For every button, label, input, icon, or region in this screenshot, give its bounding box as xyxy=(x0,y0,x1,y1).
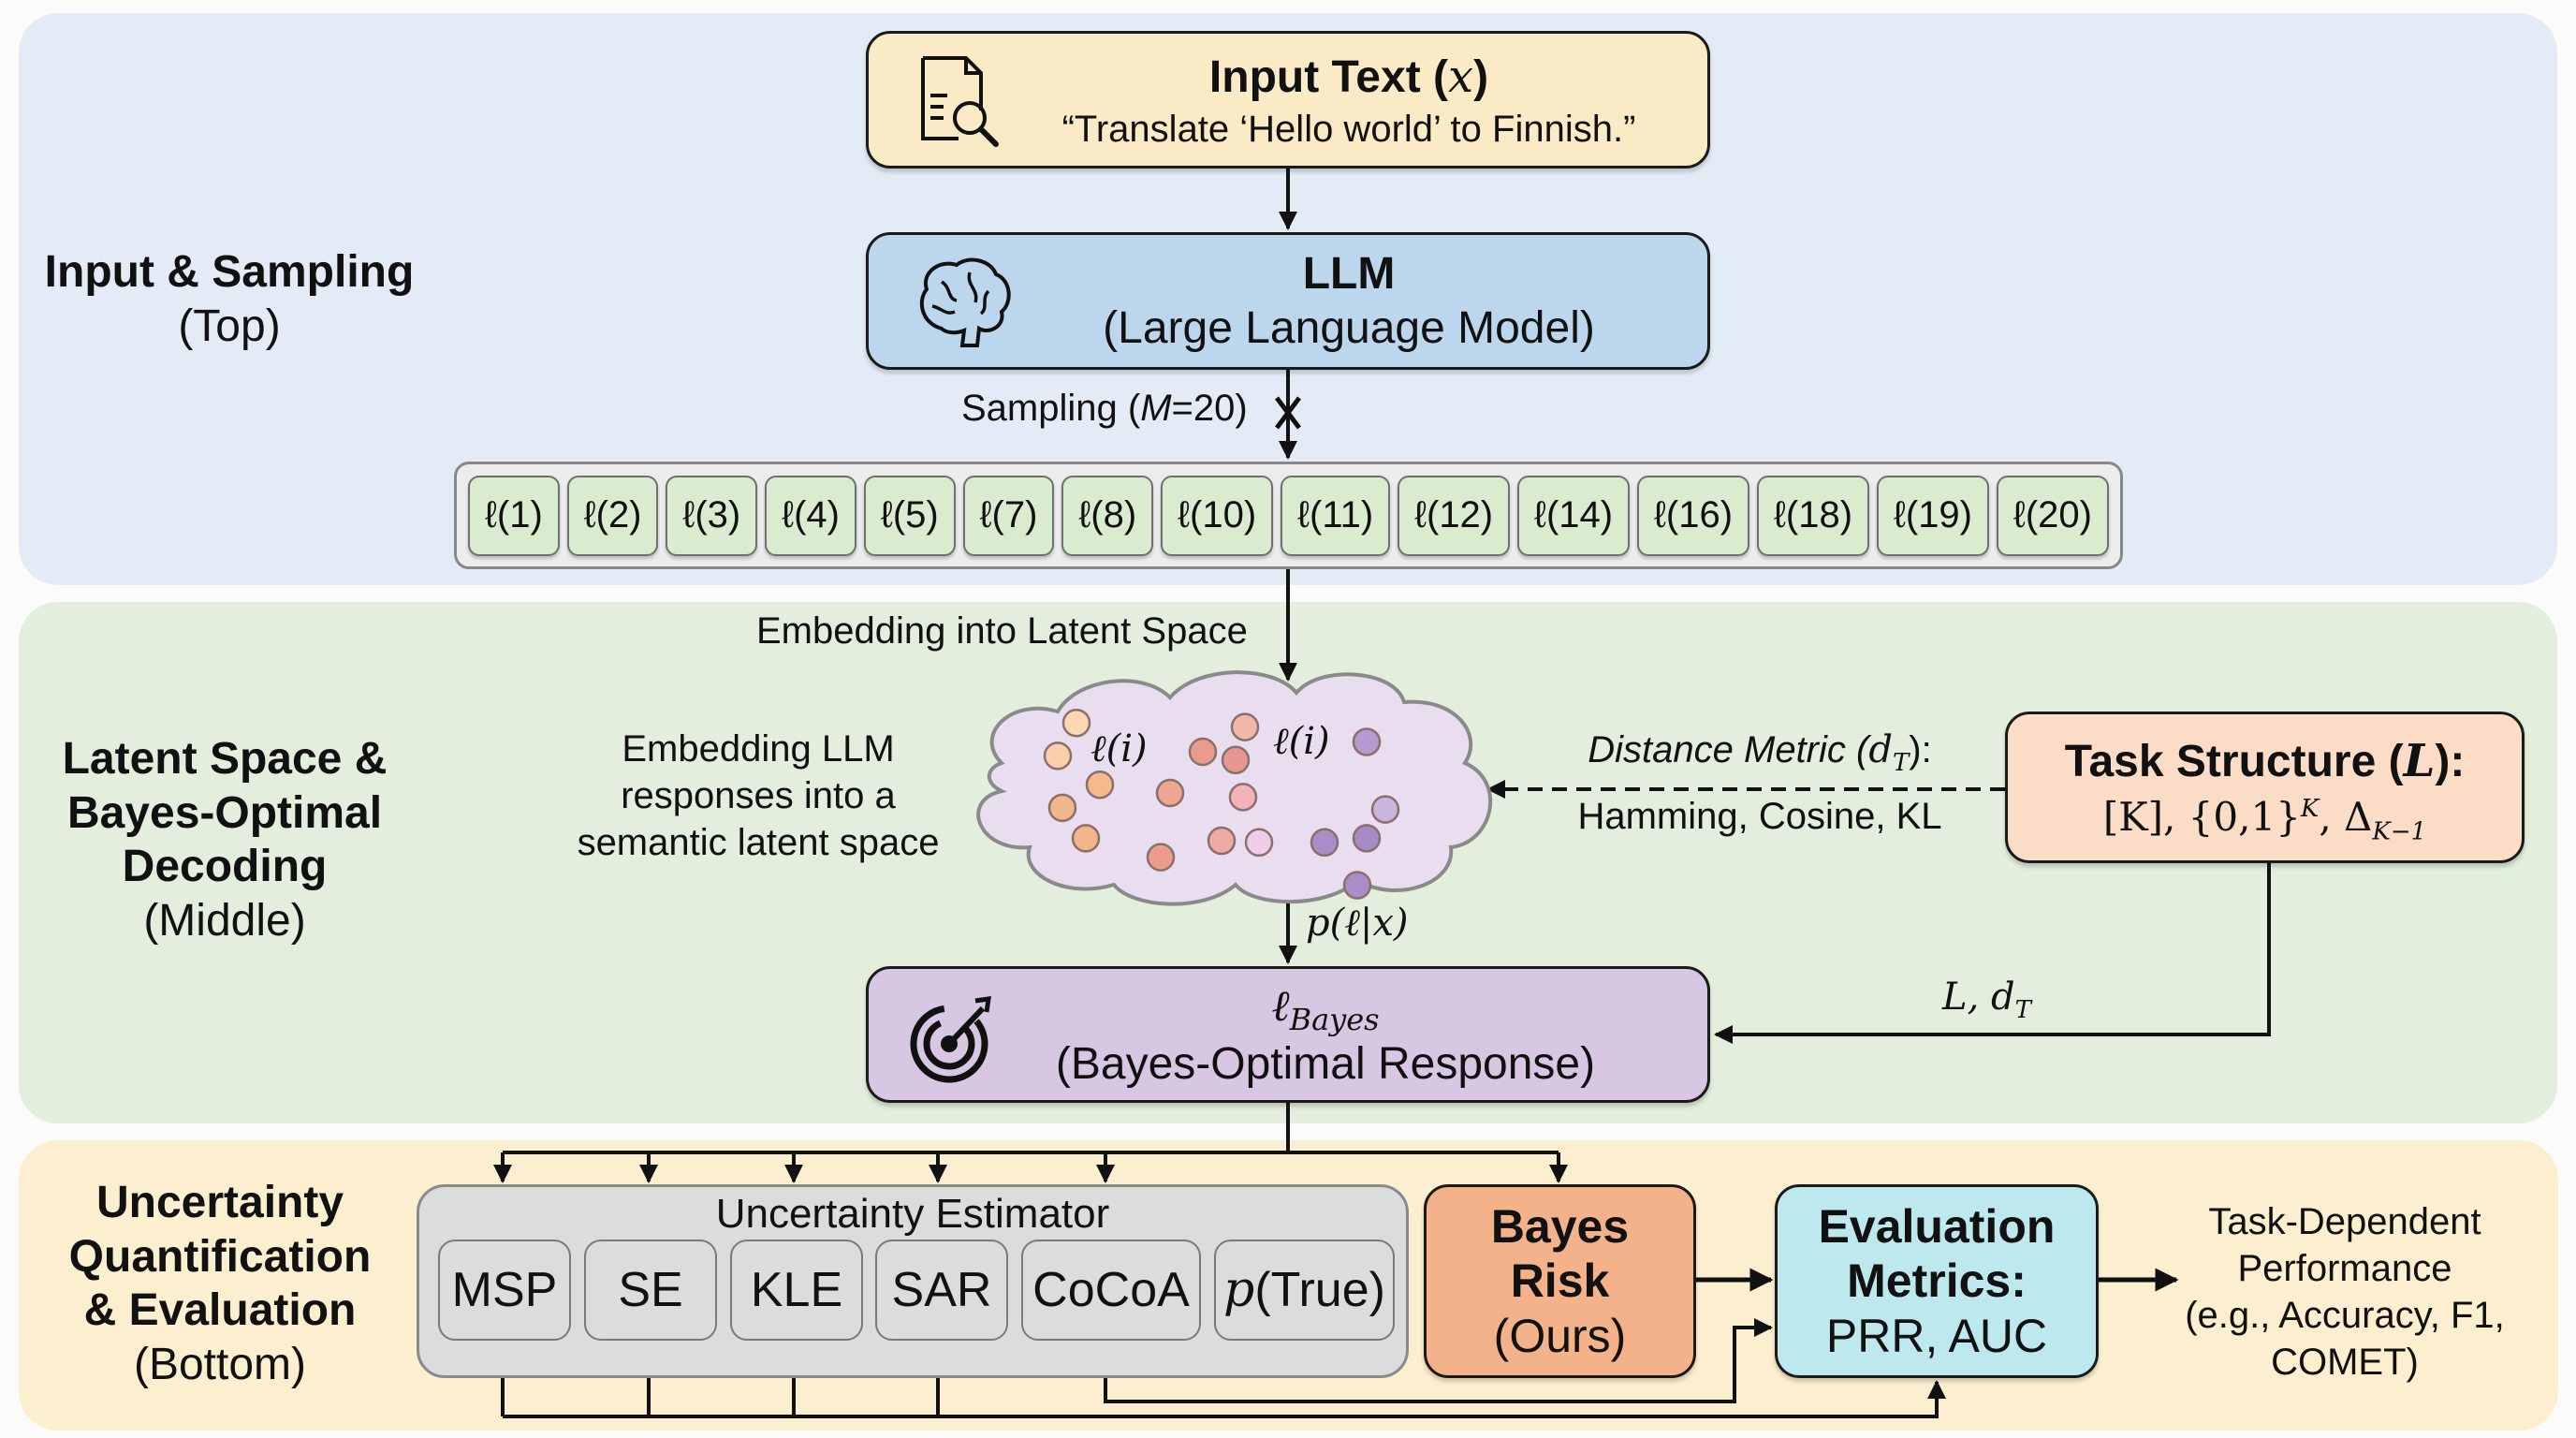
sample-response: ℓ(16) xyxy=(1637,475,1750,556)
embedded-response-dot xyxy=(1188,737,1218,767)
task-structure-spaces: [K], {0,1}K, ΔK−1 xyxy=(2102,794,2427,846)
method-sar: SAR xyxy=(875,1240,1008,1341)
method-kle: KLE xyxy=(730,1240,863,1341)
llm-box: LLM (Large Language Model) xyxy=(866,232,1710,370)
section-title-line: Latent Space & xyxy=(62,734,388,784)
method-p-true: p(True) xyxy=(1214,1240,1395,1341)
evaluation-title: Evaluation Metrics: xyxy=(1818,1200,2056,1307)
sample-response: ℓ(10) xyxy=(1161,475,1274,556)
sample-response: ℓ(14) xyxy=(1517,475,1631,556)
method-se: SE xyxy=(584,1240,717,1341)
bayes-risk-title: Bayes Risk xyxy=(1490,1200,1630,1307)
bayes-subtitle: (Bayes-Optimal Response) xyxy=(1055,1039,1596,1089)
arrow-task-to-bayes xyxy=(1714,863,2271,1044)
sample-response: ℓ(5) xyxy=(863,475,956,556)
sample-response: ℓ(2) xyxy=(566,475,659,556)
section-title-line: Quantification xyxy=(68,1231,372,1282)
embedded-response-dot xyxy=(1230,712,1260,741)
section-title: Input & Sampling xyxy=(44,247,415,297)
samples-row: ℓ(1)ℓ(2)ℓ(3)ℓ(4)ℓ(5)ℓ(7)ℓ(8)ℓ(10)ℓ(11)ℓ(… xyxy=(454,462,2123,569)
method-cocoa: CoCoA xyxy=(1021,1240,1201,1341)
embedded-response-dot xyxy=(1146,843,1176,872)
embedded-response-dot xyxy=(1244,828,1274,858)
sample-response: ℓ(12) xyxy=(1398,475,1511,556)
bayes-risk-box: Bayes Risk (Ours) xyxy=(1424,1184,1696,1378)
embedded-response-dot xyxy=(1342,871,1372,900)
task-feedback-label: L, dT xyxy=(1942,976,2031,1024)
input-prompt: “Translate ‘Hello world’ to Finnish.” xyxy=(1061,109,1636,150)
bayes-symbol: ℓBayes xyxy=(1271,980,1380,1038)
method-msp: MSP xyxy=(438,1240,571,1341)
embedded-response-dot xyxy=(1352,824,1382,853)
distance-metric-label: Distance Metric (dT): xyxy=(1588,728,1932,777)
sample-response: ℓ(20) xyxy=(1996,475,2109,556)
cloud-dots xyxy=(1043,708,1400,900)
embedded-response-dot xyxy=(1043,741,1073,770)
evaluation-metrics: PRR, AUC xyxy=(1825,1310,2048,1362)
section-label-middle: Latent Space & Bayes-Optimal Decoding (M… xyxy=(28,732,421,947)
distance-metric-examples: Hamming, Cosine, KL xyxy=(1577,796,1942,837)
latent-space-cloud: ℓ(i) ℓ(i) xyxy=(976,670,1493,906)
sample-response: ℓ(3) xyxy=(666,475,758,556)
section-subtitle: (Bottom) xyxy=(133,1339,307,1389)
embedding-description: Embedding LLM responses into a semantic … xyxy=(577,728,940,863)
section-subtitle: (Top) xyxy=(178,301,281,351)
section-title-line: & Evaluation xyxy=(83,1285,357,1336)
embedded-response-dot xyxy=(1370,795,1400,824)
brain-icon xyxy=(919,257,1011,347)
arrow-estimators-to-eval xyxy=(503,1380,1946,1418)
input-text-box: Input Text (x) “Translate ‘Hello world’ … xyxy=(866,31,1710,169)
embedded-response-dot xyxy=(1352,727,1382,756)
llm-subtitle: (Large Language Model) xyxy=(1103,303,1595,353)
uncertainty-estimator-group: Uncertainty Estimator MSP SE KLE SAR CoC… xyxy=(417,1184,1409,1378)
task-structure-title: Task Structure (L): xyxy=(2064,735,2466,787)
cloud-label-1: ℓ(i) xyxy=(1090,727,1148,770)
sample-response: ℓ(7) xyxy=(962,475,1055,556)
sample-response: ℓ(1) xyxy=(468,475,560,556)
target-icon xyxy=(910,996,991,1083)
embedded-response-dot xyxy=(1221,745,1251,775)
bayes-risk-note: (Ours) xyxy=(1493,1310,1627,1362)
posterior-label: p(ℓ|x) xyxy=(1306,902,1409,945)
document-search-icon xyxy=(921,56,999,147)
embedded-response-dot xyxy=(1310,828,1339,858)
sampling-label: Sampling (M=20) xyxy=(961,388,1248,429)
bayes-optimal-box: ℓBayes (Bayes-Optimal Response) xyxy=(866,966,1710,1103)
sampling-cross-icon xyxy=(1275,396,1301,430)
sample-response: ℓ(11) xyxy=(1281,475,1391,556)
embedded-response-dot xyxy=(1155,778,1185,808)
cloud-label-2: ℓ(i) xyxy=(1273,720,1330,763)
sample-response: ℓ(19) xyxy=(1876,475,1989,556)
embedded-response-dot xyxy=(1085,770,1115,800)
section-title-line: Bayes-Optimal xyxy=(66,787,383,838)
sample-response: ℓ(8) xyxy=(1061,475,1154,556)
section-title-line: Decoding xyxy=(122,842,328,892)
sample-response: ℓ(4) xyxy=(765,475,856,556)
section-label-top: Input & Sampling (Top) xyxy=(28,245,431,353)
embedded-response-dot xyxy=(1047,793,1077,823)
task-structure-box: Task Structure (L): [K], {0,1}K, ΔK−1 xyxy=(2005,712,2525,863)
embedded-response-dot xyxy=(1061,708,1091,738)
arrow-cocoa-to-eval xyxy=(1104,1318,1773,1403)
section-label-bottom: Uncertainty Quantification & Evaluation … xyxy=(23,1176,417,1391)
embedded-response-dot xyxy=(1071,824,1101,853)
uncertainty-estimator-title: Uncertainty Estimator xyxy=(715,1191,1110,1237)
evaluation-metrics-box: Evaluation Metrics: PRR, AUC xyxy=(1775,1184,2099,1378)
embedded-response-dot xyxy=(1228,783,1258,812)
embedding-arrow-label: Embedding into Latent Space xyxy=(756,610,1248,652)
section-title-line: Uncertainty xyxy=(95,1178,344,1227)
llm-title: LLM xyxy=(1302,249,1396,299)
embedded-response-dot xyxy=(1207,826,1237,856)
section-subtitle: (Middle) xyxy=(143,895,306,946)
sample-response: ℓ(18) xyxy=(1757,475,1869,556)
task-dependent-performance: Task-Dependent Performance (e.g., Accura… xyxy=(2185,1201,2505,1383)
input-title: Input Text (x) xyxy=(1208,51,1489,103)
